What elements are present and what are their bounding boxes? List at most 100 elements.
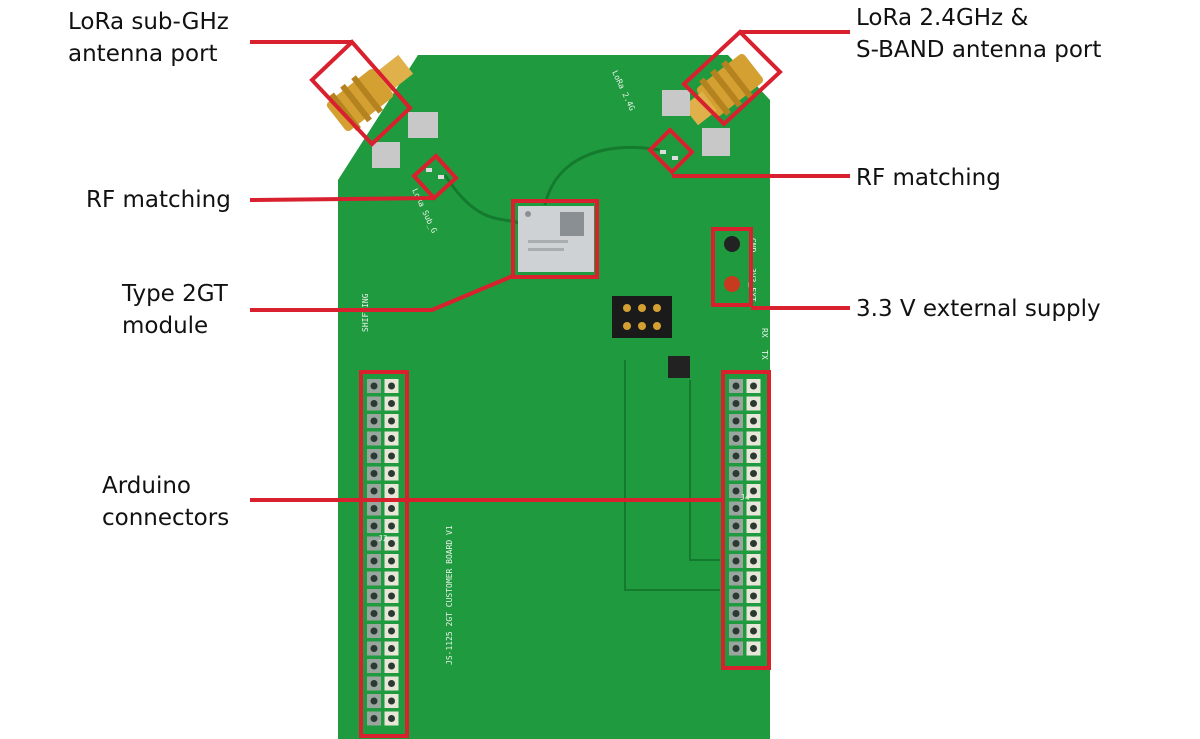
header-pin-hole: [370, 557, 378, 565]
callout-box-right-header: [721, 370, 771, 670]
callout-boxes: [309, 29, 783, 738]
header-pin-hole: [732, 505, 740, 512]
label-ext-supply: 3.3 V external supply: [856, 296, 1101, 322]
header-pin-hole: [750, 505, 757, 512]
header-pin-hole: [370, 452, 378, 460]
ground-pad: [372, 142, 400, 168]
header-pin-hole: [750, 627, 757, 635]
header-pin-hole: [388, 382, 395, 390]
header-pin-hole: [388, 715, 395, 722]
header-pin-hole: [388, 417, 395, 425]
header-pin-hole: [370, 487, 378, 495]
header-pin-hole: [370, 417, 378, 425]
header-pin-hole: [732, 540, 740, 547]
header-pin-hole: [388, 557, 395, 565]
header-pin-hole: [388, 645, 395, 652]
ground-pad: [662, 90, 690, 116]
header-pin-hole: [750, 487, 757, 495]
header-pin-hole: [370, 540, 378, 547]
header-pin-hole: [732, 575, 740, 582]
header-pin-hole: [750, 557, 757, 565]
header-pin-hole: [732, 487, 740, 495]
header-pin-hole: [388, 627, 395, 635]
silk-shifting: SHIFTING: [361, 293, 370, 332]
header-pin-hole: [750, 575, 757, 582]
header-pin-hole: [370, 592, 378, 600]
header-pin-hole: [370, 610, 378, 617]
header-pin-hole: [388, 592, 395, 600]
rf-trace-right: [543, 145, 661, 206]
header-pin-hole: [732, 470, 740, 477]
callout-box-left-antenna: [309, 39, 413, 147]
leader-rf-left: [249, 196, 435, 202]
gnd-test-point: [724, 236, 740, 252]
header-pin-hole: [750, 452, 757, 460]
ground-pad: [408, 112, 438, 138]
header-pin-hole: [370, 470, 378, 477]
silk-j2: J2: [378, 534, 388, 543]
callout-box-right-antenna: [681, 29, 783, 127]
header-pin-hole: [370, 575, 378, 582]
callout-lines: [249, 30, 850, 502]
header-pin-hole: [370, 662, 378, 670]
header-pin-hole: [370, 645, 378, 652]
header-pin-hole: [388, 522, 395, 530]
header-pin-hole: [750, 470, 757, 477]
header-pin-hole: [732, 417, 740, 425]
small-ic: [668, 356, 690, 378]
header-pin-hole: [732, 557, 740, 565]
header-pin-hole: [732, 435, 740, 442]
header-pin-hole: [732, 400, 740, 407]
header-pin-hole: [388, 487, 395, 495]
header-pin-hole: [732, 522, 740, 530]
header-pin-hole: [732, 382, 740, 390]
header-pin-hole: [750, 435, 757, 442]
pcb-board: [338, 55, 770, 739]
label-module: Type 2GT module: [122, 281, 228, 339]
rf-matching-component: [660, 150, 666, 154]
header-pin-hole: [750, 417, 757, 425]
rf-module-icon: [518, 206, 594, 272]
callout-box-rf-right: [647, 127, 695, 175]
header-pin-hole: [388, 452, 395, 460]
label-arduino: Arduino connectors: [102, 473, 230, 531]
header-pin-hole: [388, 470, 395, 477]
rf-matching-component: [672, 156, 678, 160]
label-rf-matching-right: RF matching: [856, 165, 1001, 191]
rf-matching-component: [438, 175, 444, 179]
header-pin-hole: [388, 662, 395, 670]
silk-rx: RX: [760, 328, 769, 338]
header-pin-hole: [388, 680, 395, 687]
header-pin-hole: [370, 697, 378, 705]
left-arduino-headers: [367, 379, 399, 726]
header-pin-hole: [370, 680, 378, 687]
silk-tx: TX: [760, 350, 769, 360]
label-rf-matching-left: RF matching: [86, 187, 231, 213]
right-arduino-headers: [729, 379, 761, 656]
silk-j4: J4: [740, 493, 750, 502]
rf-matching-component: [426, 168, 432, 172]
label-lora-sub-ghz: LoRa sub-GHz antenna port: [68, 9, 229, 67]
header-pin-hole: [388, 610, 395, 617]
header-pin-hole: [388, 575, 395, 582]
header-pin-hole: [750, 592, 757, 600]
label-lora-24ghz: LoRa 2.4GHz & S-BAND antenna port: [856, 5, 1102, 63]
callout-box-left-header: [359, 370, 409, 738]
header-pin-hole: [732, 645, 740, 652]
header-pin-hole: [370, 400, 378, 407]
header-pin-hole: [370, 522, 378, 530]
signal-trace-2: [689, 380, 720, 561]
header-pin-hole: [750, 382, 757, 390]
silk-board-name: JS-1125 2GT CUSTOMER BOARD V1: [445, 525, 454, 665]
ground-pad: [702, 128, 730, 156]
header-pin-hole: [388, 697, 395, 705]
header-pin-hole: [750, 610, 757, 617]
header-pin-hole: [750, 522, 757, 530]
header-pin-hole: [370, 505, 378, 512]
header-pin-hole: [370, 382, 378, 390]
jumper-header: [612, 296, 672, 338]
header-pin-hole: [732, 627, 740, 635]
signal-trace: [624, 360, 720, 591]
